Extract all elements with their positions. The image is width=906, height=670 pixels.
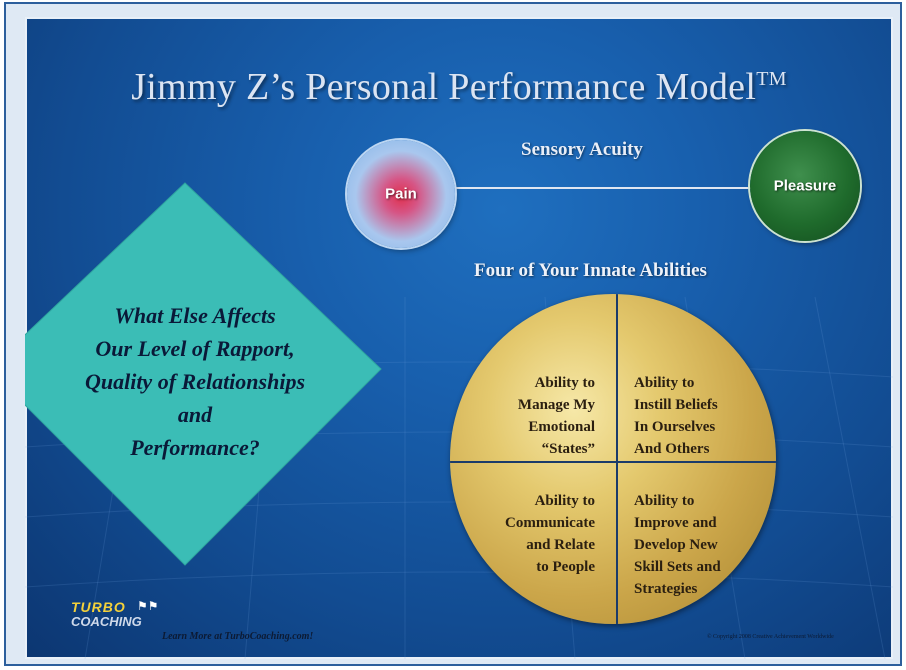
learn-more-link[interactable]: Learn More at TurboCoaching.com! <box>162 631 314 642</box>
logo-line-1: TURBO <box>71 599 126 615</box>
title-text: Jimmy Z’s Personal Performance Model <box>131 66 757 108</box>
trademark-mark: TM <box>756 68 787 90</box>
quadrant-line: Manage My <box>517 397 595 413</box>
disc-vertical-divider <box>616 294 618 624</box>
quadrant-line: Skill Sets and <box>634 559 721 575</box>
pain-label: Pain <box>385 185 417 203</box>
disc-horizontal-divider <box>450 461 776 463</box>
quadrant-manage-states: Ability to Manage My Emotional “States” <box>518 372 595 460</box>
copyright-notice: © Copyright 2008 Creative Achievement Wo… <box>707 634 834 640</box>
diamond-line: and <box>177 402 213 427</box>
abilities-heading: Four of Your Innate Abilities <box>474 260 707 281</box>
pleasure-circle: Pleasure <box>750 131 860 241</box>
diamond-line: Our Level of Rapport, <box>95 336 295 361</box>
quadrant-line: Develop New <box>634 537 718 553</box>
quadrant-line: Strategies <box>634 581 698 597</box>
abilities-disc: Ability to Manage My Emotional “States” … <box>450 294 776 624</box>
quadrant-line: And Others <box>634 441 710 457</box>
diamond-question: What Else Affects Our Level of Rapport, … <box>25 299 365 464</box>
quadrant-line: Ability to <box>534 375 595 391</box>
quadrant-line: Instill Beliefs <box>634 397 718 413</box>
slide-frame: Jimmy Z’s Personal Performance ModelTM S… <box>4 2 902 666</box>
quadrant-communicate: Ability to Communicate and Relate to Peo… <box>505 490 595 578</box>
quadrant-line: Improve and <box>634 515 717 531</box>
quadrant-line: Ability to <box>534 493 595 509</box>
slide-title: Jimmy Z’s Personal Performance ModelTM <box>25 65 893 109</box>
slide: Jimmy Z’s Personal Performance ModelTM S… <box>25 17 893 659</box>
quadrant-instill-beliefs: Ability to Instill Beliefs In Ourselves … <box>634 372 718 460</box>
turbo-coaching-logo: TURBO ⚑⚑ COACHING <box>71 599 181 639</box>
quadrant-line: “States” <box>541 441 595 457</box>
quadrant-line: Communicate <box>505 515 595 531</box>
checkered-flag-icon: ⚑⚑ <box>137 599 159 613</box>
quadrant-line: and Relate <box>526 537 595 553</box>
quadrant-improve-develop: Ability to Improve and Develop New Skill… <box>634 490 721 600</box>
pleasure-label: Pleasure <box>773 177 837 195</box>
diamond-shape <box>25 182 382 566</box>
diamond-line: What Else Affects <box>114 303 276 328</box>
quadrant-line: In Ourselves <box>634 419 716 435</box>
pain-circle: Pain <box>347 140 455 248</box>
connector-line <box>455 187 755 189</box>
quadrant-line: Ability to <box>634 375 695 391</box>
sensory-acuity-label: Sensory Acuity <box>521 139 643 160</box>
quadrant-line: Emotional <box>528 419 595 435</box>
quadrant-line: to People <box>536 559 595 575</box>
diamond-line: Quality of Relationships <box>84 369 306 394</box>
quadrant-line: Ability to <box>634 493 695 509</box>
diamond-line: Performance? <box>130 435 260 460</box>
logo-line-2: COACHING <box>71 614 142 629</box>
